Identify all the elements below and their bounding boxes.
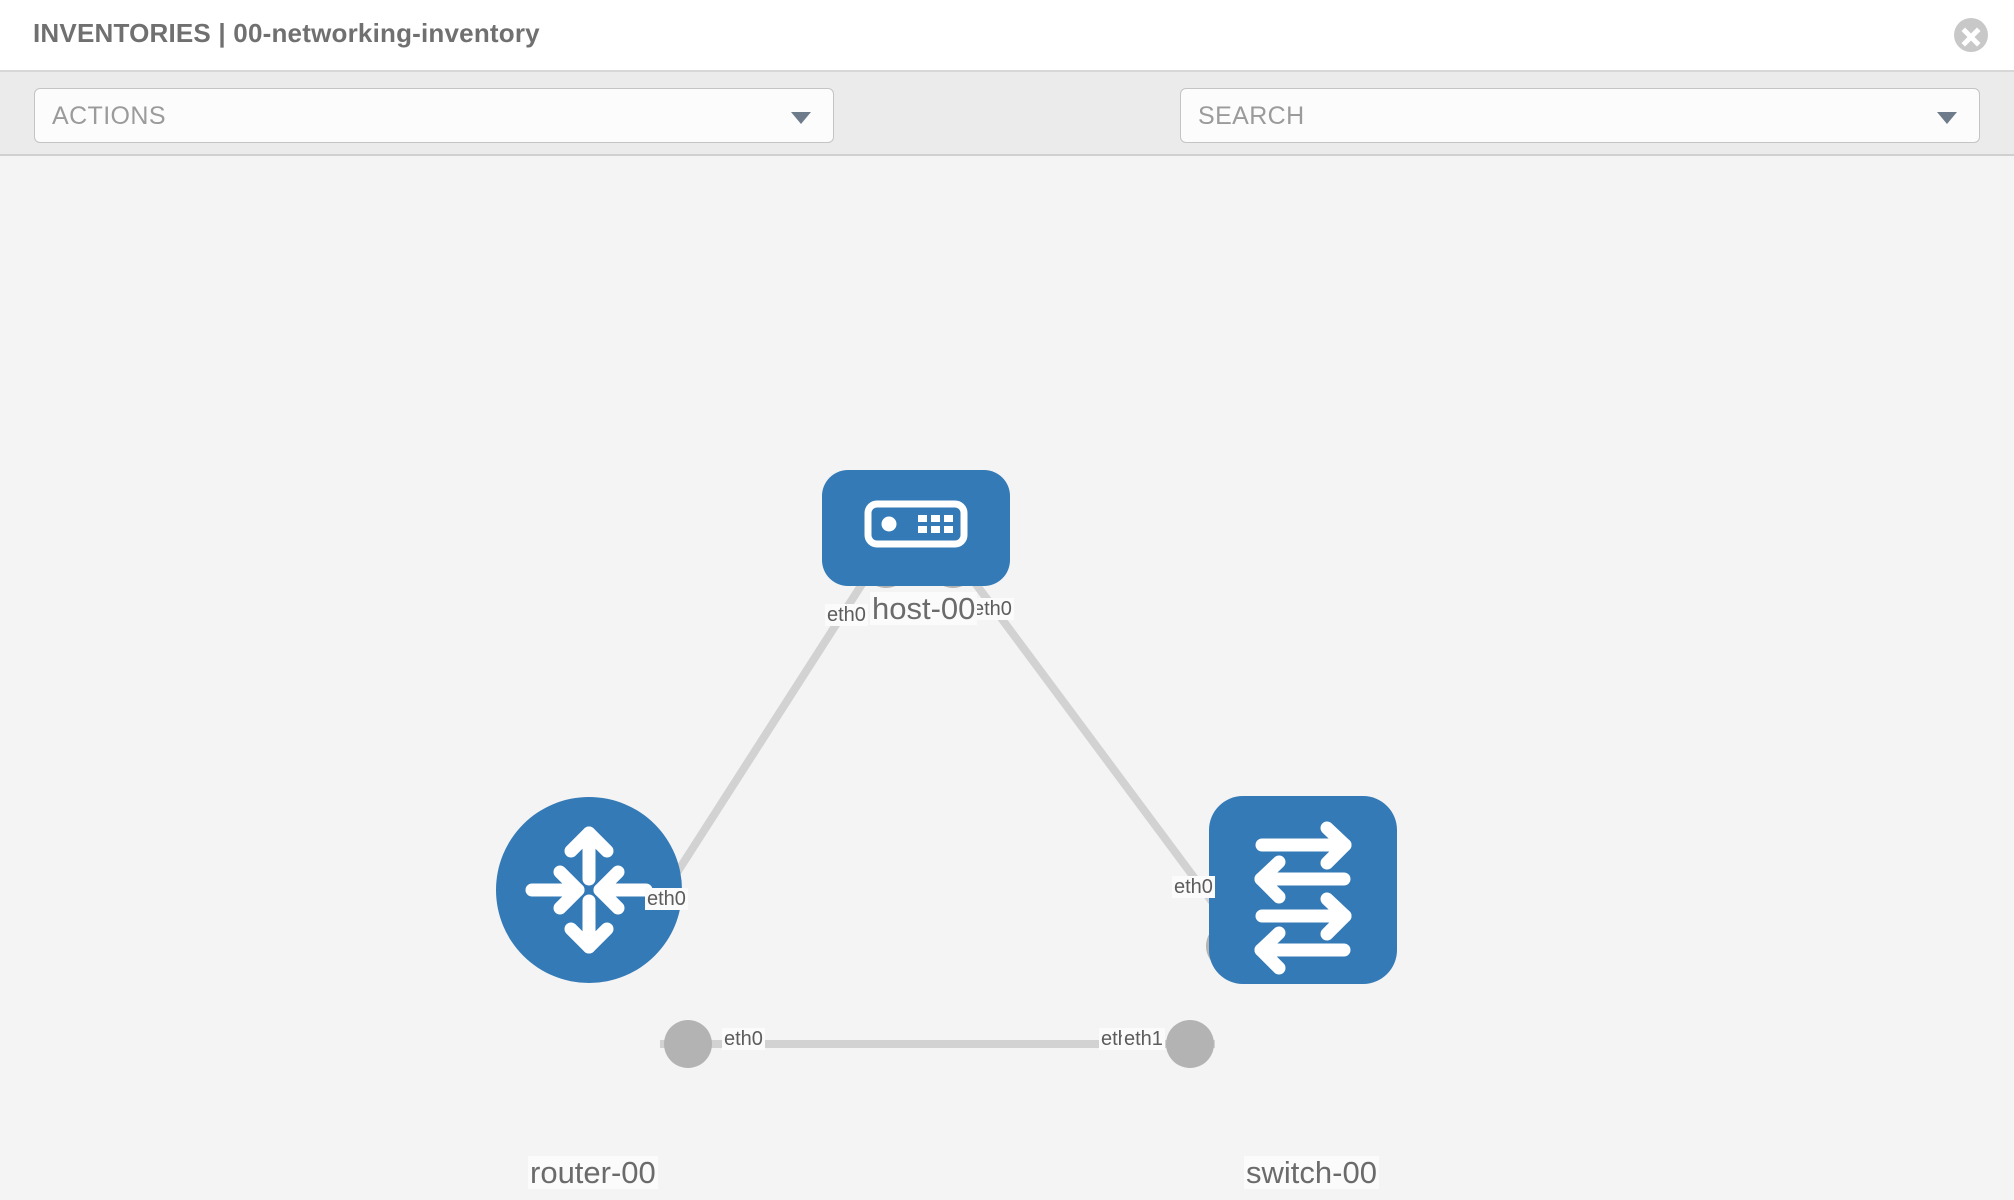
iface-label: eth0 [645,888,688,910]
node-label-host-00: host-00 [870,591,978,626]
switch-arrows-icon [1254,821,1352,975]
search-placeholder: SEARCH [1198,102,1305,130]
actions-dropdown[interactable]: ACTIONS [34,88,834,143]
page-header: INVENTORIES | 00-networking-inventory [0,0,2014,70]
server-appliance-icon [864,500,968,548]
chevron-down-icon [1937,112,1957,124]
page-title: INVENTORIES | 00-networking-inventory [33,18,540,48]
node-label-switch-00: switch-00 [1244,1155,1379,1190]
actions-dropdown-label: ACTIONS [52,102,166,130]
chevron-down-icon [791,112,811,124]
iface-label: eth0 [1172,876,1215,898]
node-switch-00 [1209,796,1397,984]
endpoint-router-right [664,1020,712,1068]
router-arrows-icon [525,826,653,954]
node-label-router-00: router-00 [528,1155,658,1190]
toolbar: ACTIONS SEARCH [0,70,2014,197]
link-layer [626,553,1249,1048]
topology-canvas[interactable]: eth0 eth0 eth0 eth0 eth0 eth1 eth1 host-… [0,156,2014,1200]
endpoint-switch-left [1166,1020,1214,1068]
close-icon[interactable] [1954,18,1988,52]
node-host-00 [822,470,1010,586]
topology-graph [496,470,1397,1068]
iface-label: eth0 [722,1028,765,1050]
iface-label: eth0 [971,598,1014,620]
search-input[interactable]: SEARCH [1180,88,1980,143]
iface-label: eth0 [825,604,868,626]
iface-label: eth1 [1122,1028,1165,1050]
node-router-00 [496,797,682,983]
